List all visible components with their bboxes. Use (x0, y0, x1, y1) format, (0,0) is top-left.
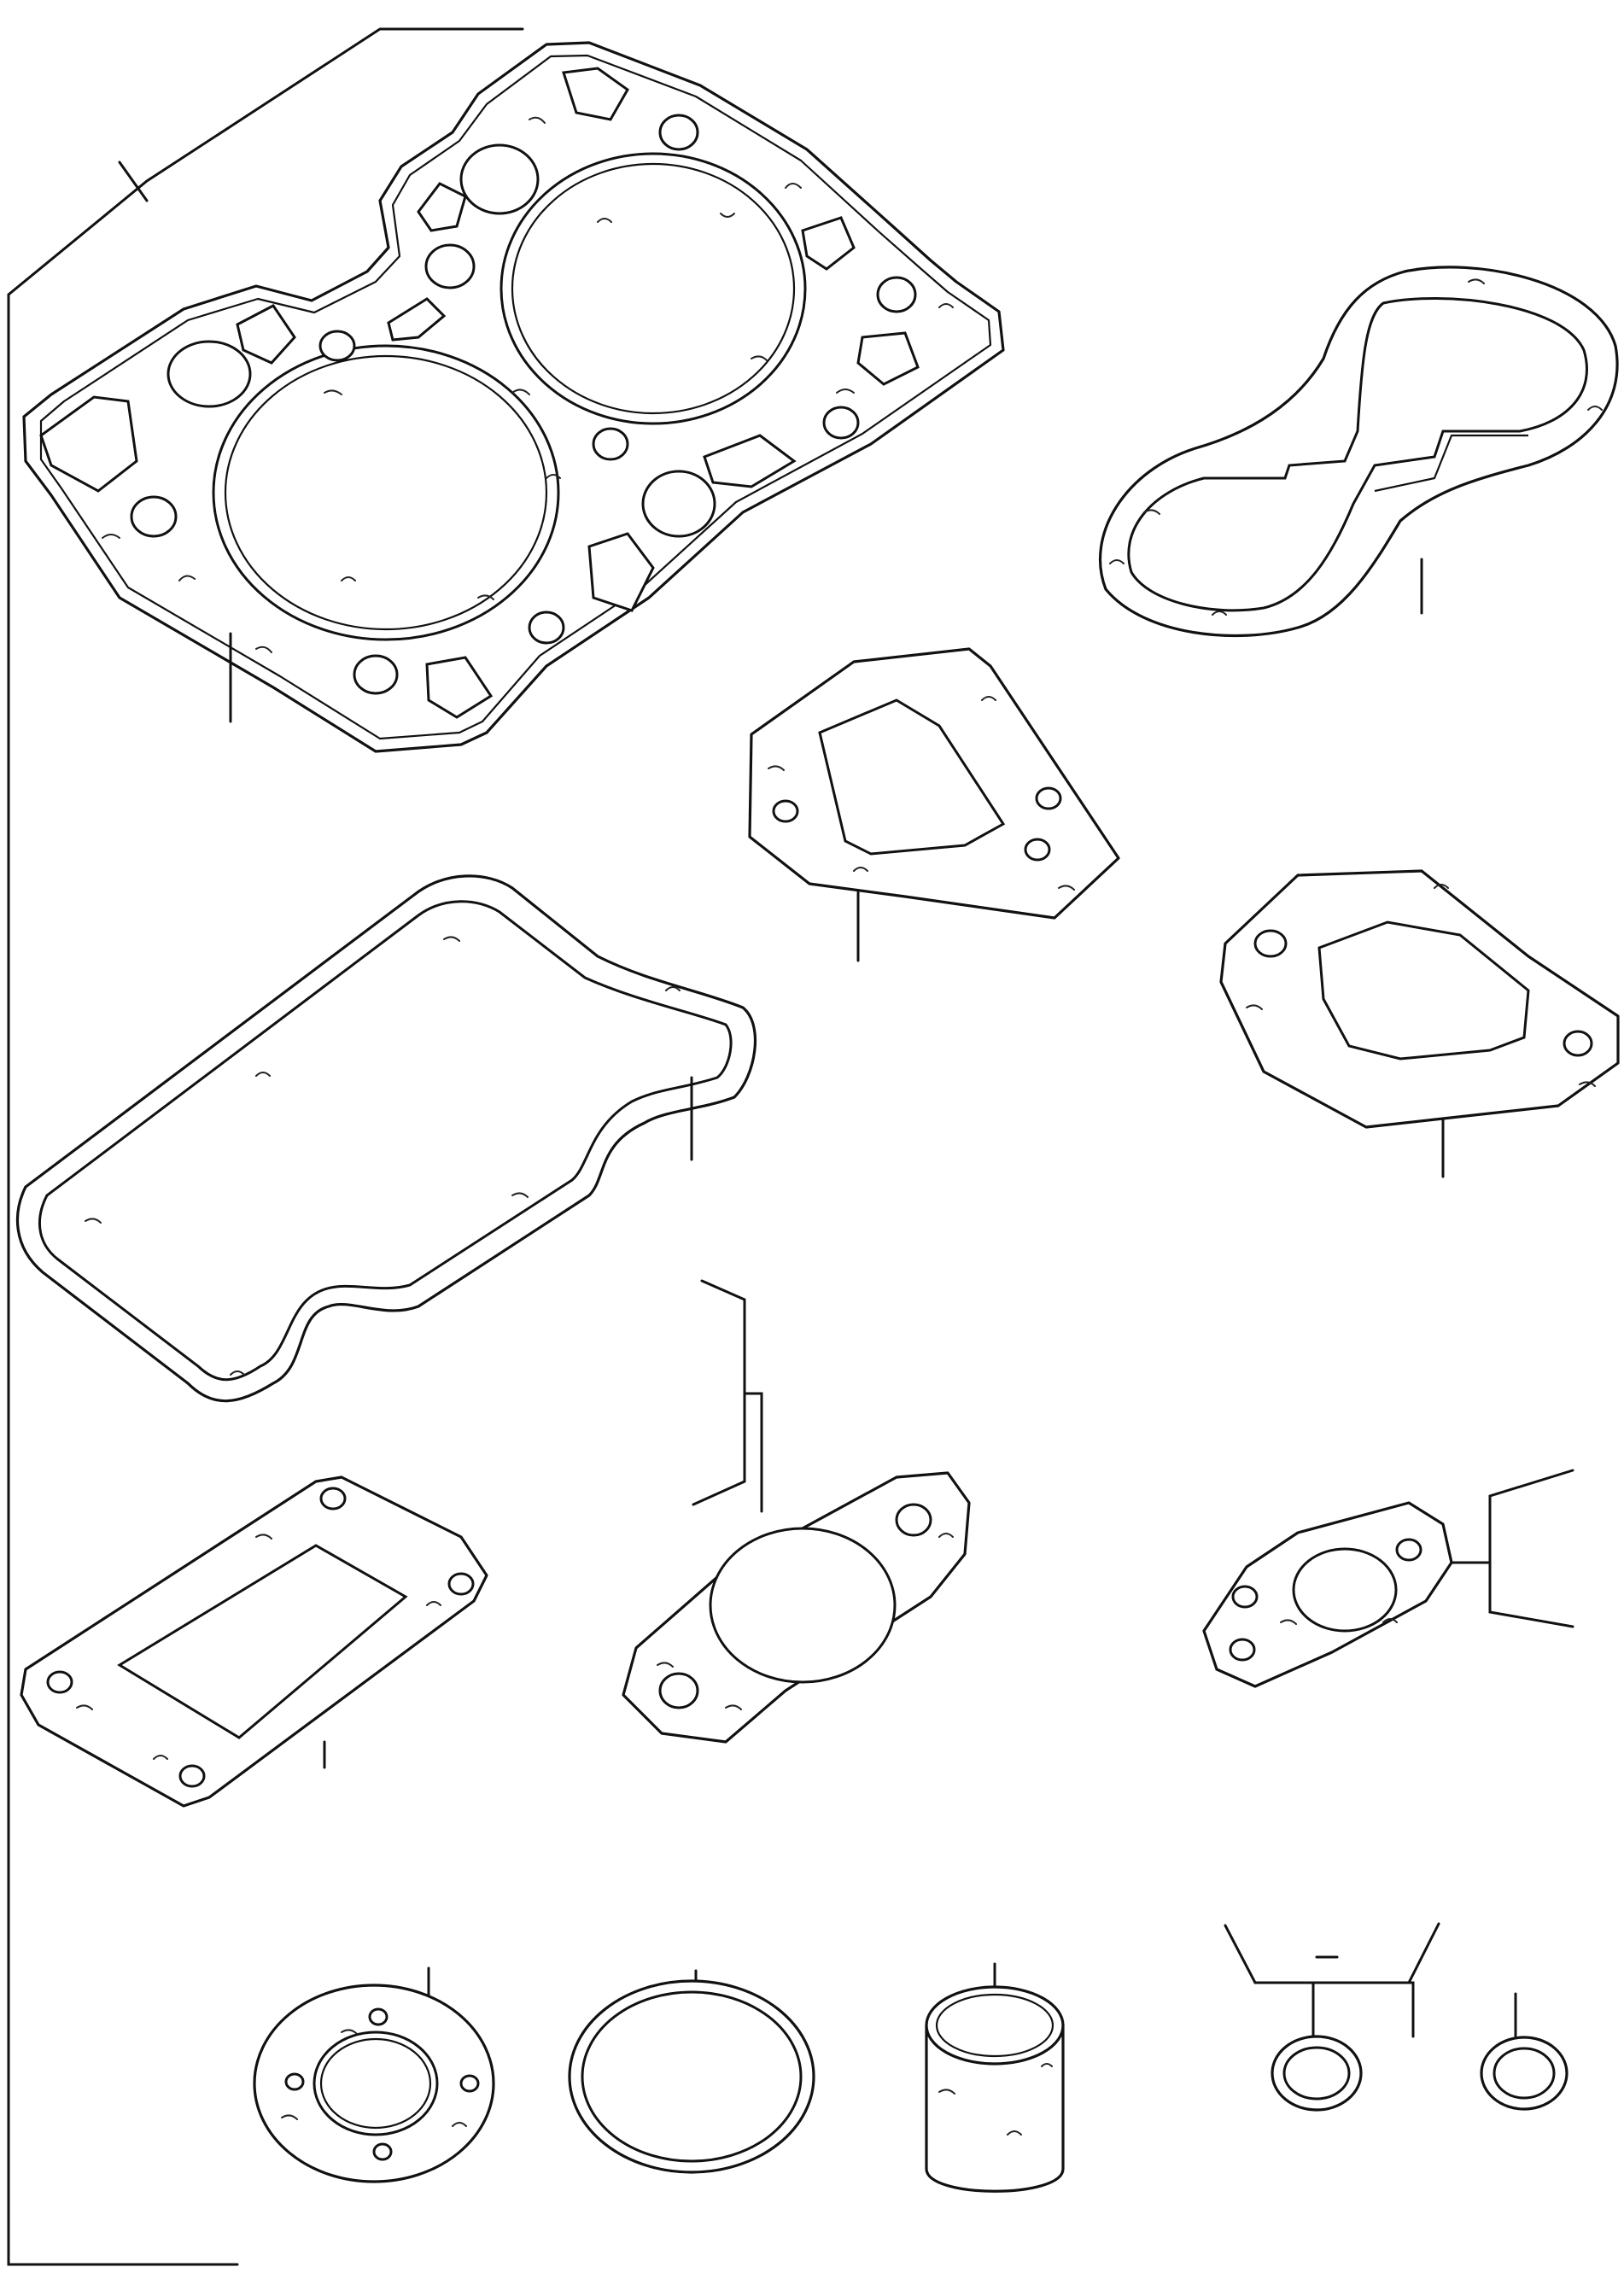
small-two-bolt-gasket (1202, 1469, 1574, 1688)
gasket-texture (102, 116, 954, 653)
two-bolt-round-gasket (622, 1279, 971, 1744)
rocker-cover-gasket (15, 874, 757, 1403)
kit-bracket (7, 27, 524, 2266)
cylinder-head-gasket (22, 41, 1005, 753)
sealing-washer-group (1224, 1922, 1440, 2038)
sealing-washer-b (1480, 1992, 1569, 2111)
o-ring (568, 1969, 815, 2174)
cover-gasket-figure-eight (1098, 266, 1619, 638)
seal-sleeve (925, 1962, 1065, 2193)
intake-manifold-gasket (20, 1475, 488, 1808)
round-flange-gasket (253, 1966, 495, 2183)
thermostat-flange-gasket (748, 647, 1120, 962)
exhaust-flange-gasket (1219, 869, 1620, 1178)
sealing-washer-a (1271, 2035, 1363, 2112)
